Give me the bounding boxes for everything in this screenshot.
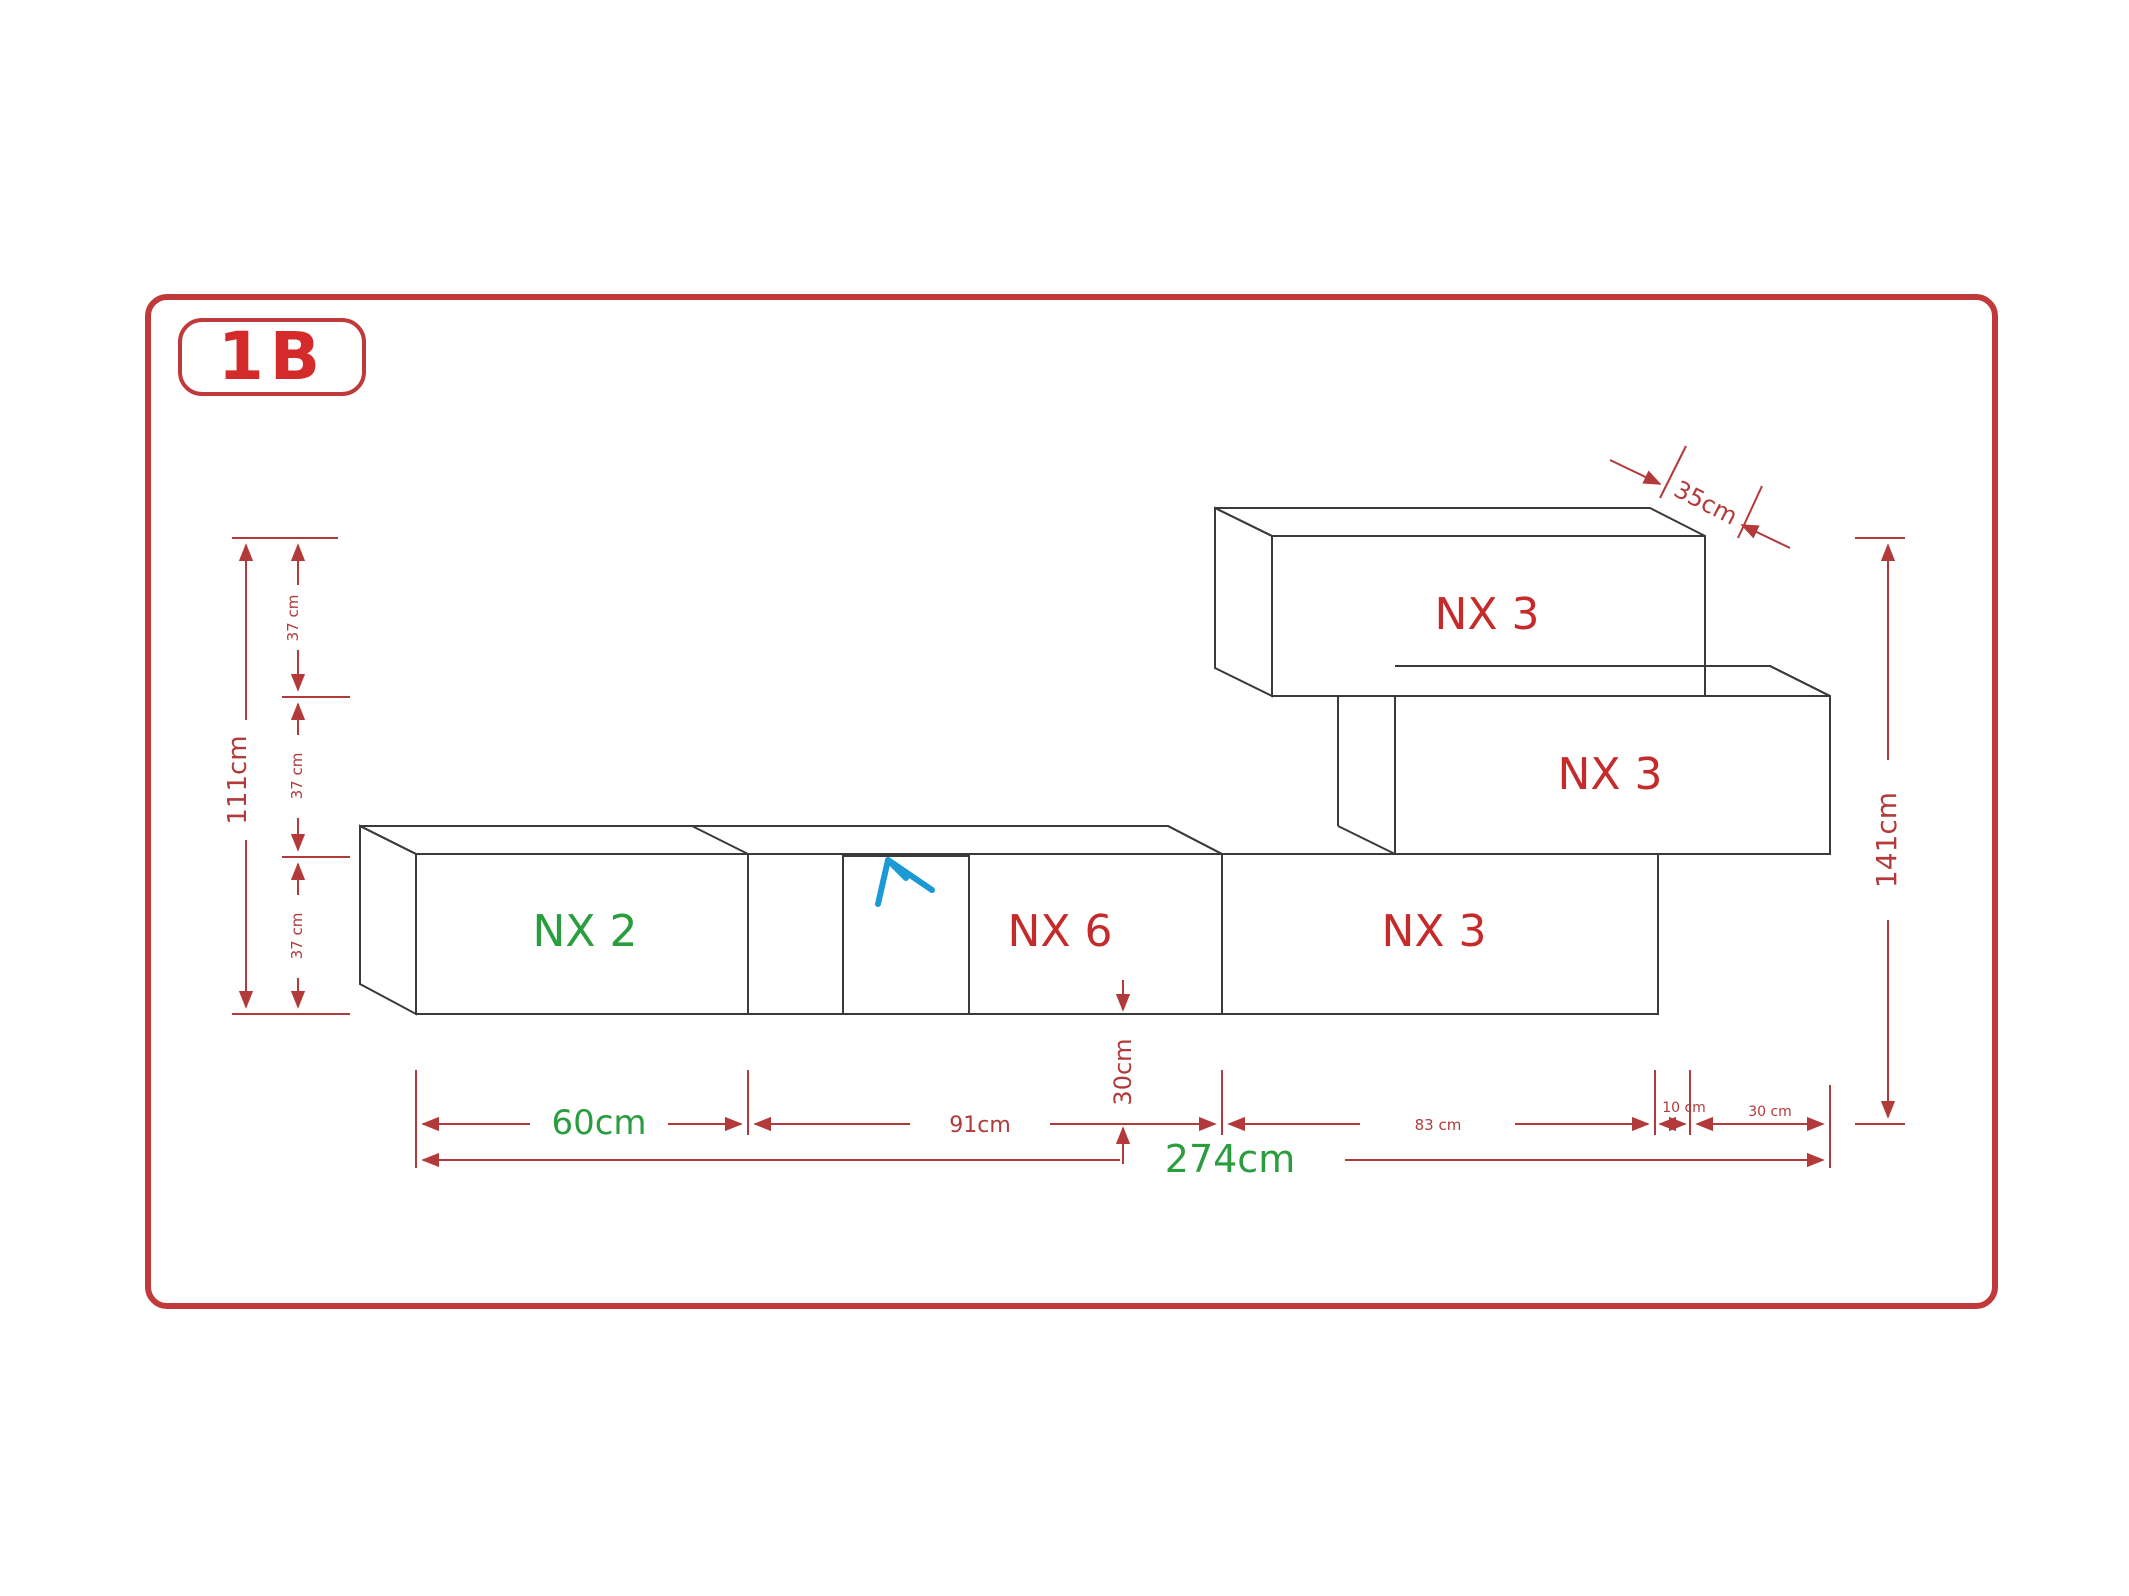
nx6-open-shelf <box>842 855 970 1015</box>
height-left-seg-bottom-label: 37 cm <box>288 913 306 960</box>
total-width-label: 274cm <box>1165 1137 1295 1181</box>
offset-30-label: 30 cm <box>1748 1104 1792 1120</box>
variant-badge-label: 1B <box>217 318 327 395</box>
width-nx3-label: 83 cm <box>1415 1116 1462 1134</box>
nx6-cabinet <box>747 853 1223 1015</box>
nx3-top-top-face <box>1214 507 1706 537</box>
height-left-seg-mid-label: 37 cm <box>288 753 306 800</box>
depth-label: 35cm <box>1669 475 1742 530</box>
nx2-label: NX 2 <box>532 906 637 957</box>
nx3-middle-top-face <box>1338 665 1831 697</box>
nx3-bottom-label: NX 3 <box>1381 906 1486 957</box>
diagram-frame <box>145 294 1998 1309</box>
height-right-total-label: 141cm <box>1870 792 1903 888</box>
nx3-middle-label: NX 3 <box>1557 749 1662 800</box>
bottom-row-top-face <box>359 825 1223 855</box>
offset-10-label: 10 cm <box>1662 1100 1706 1116</box>
width-nx2-label: 60cm <box>551 1103 646 1143</box>
gap-under-nx6-label: 30cm <box>1109 1038 1137 1105</box>
variant-badge: 1B <box>178 318 366 396</box>
height-left-total-label: 111cm <box>223 735 253 824</box>
nx6-label: NX 6 <box>1007 906 1112 957</box>
nx3-middle-side-face <box>1337 696 1396 855</box>
height-left-seg-top-label: 37 cm <box>284 595 302 642</box>
nx3-top-cabinet <box>1271 535 1706 697</box>
width-nx6-label: 91cm <box>949 1113 1011 1138</box>
nx3-top-label: NX 3 <box>1434 589 1539 640</box>
nx2-side-face <box>359 824 417 1016</box>
blue-caret-annotation <box>875 857 935 907</box>
nx3-top-side-face <box>1214 506 1273 698</box>
